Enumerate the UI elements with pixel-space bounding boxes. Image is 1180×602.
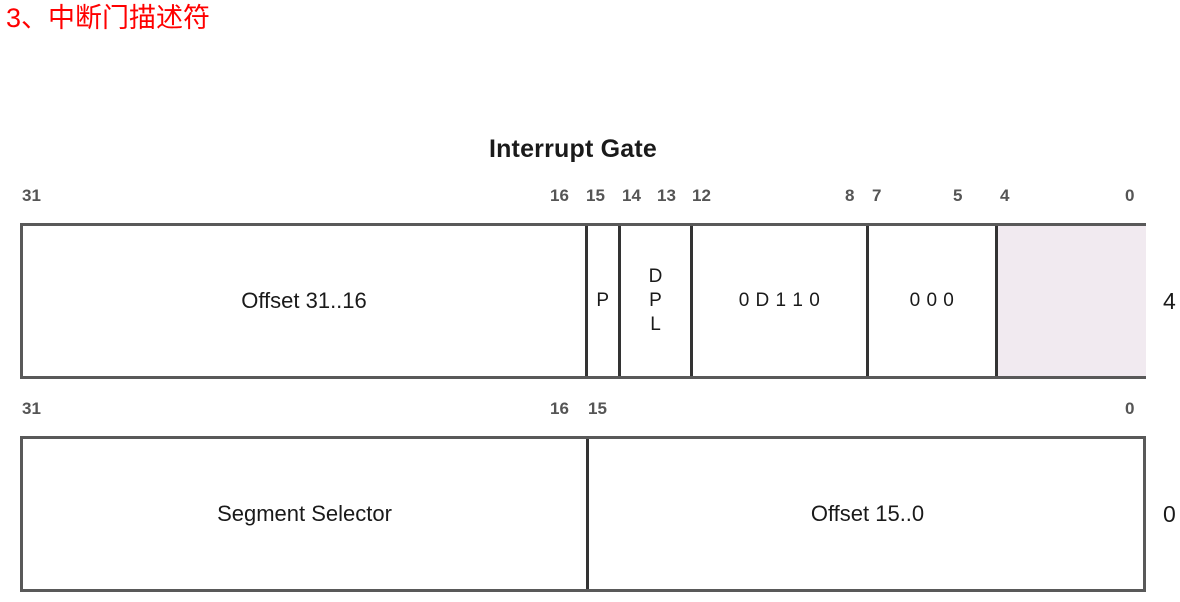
gate-type-bits-label: 0 D 1 1 0 (738, 290, 821, 312)
diagram-title: Interrupt Gate (488, 135, 658, 163)
bit-label-15-low: 15 (588, 399, 607, 418)
bit-label-12-high: 12 (692, 186, 711, 205)
zero-bits-label: 0 0 0 (909, 290, 955, 312)
bit-label-8-high: 8 (845, 186, 855, 205)
bit-label-7-high: 7 (872, 186, 882, 205)
byte-offset-0: 0 (1163, 501, 1176, 527)
separator-type-zero (866, 226, 869, 376)
byte-offset-4: 4 (1163, 288, 1176, 314)
separator-dpl-type (690, 226, 693, 376)
offset-low-label: Offset 15..0 (810, 501, 925, 527)
bit-label-0-low: 0 (1125, 399, 1135, 418)
separator-offset-p (585, 226, 588, 376)
bit-label-5-high: 5 (953, 186, 963, 205)
bit-label-15-high: 15 (586, 186, 605, 205)
bit-label-14-high: 14 (622, 186, 641, 205)
dpl-field-label: D P L (648, 266, 663, 335)
bit-label-16-high: 16 (550, 186, 569, 205)
present-flag-label: P (596, 290, 610, 312)
separator-selector-offset (586, 439, 589, 589)
reserved-field-label (998, 226, 1146, 376)
page-title: 3、中断门描述符 (6, 3, 211, 33)
segment-selector-label: Segment Selector (217, 501, 392, 527)
bit-label-4-high: 4 (1000, 186, 1010, 205)
bit-label-13-high: 13 (657, 186, 676, 205)
bit-label-31-high: 31 (22, 186, 41, 205)
lower-dword-box: Segment Selector Offset 15..0 (20, 436, 1146, 592)
upper-dword-box: Offset 31..16 P D P L 0 D 1 1 0 0 0 0 (20, 223, 1146, 379)
bit-label-0-high: 0 (1125, 186, 1135, 205)
separator-p-dpl (618, 226, 621, 376)
bit-label-16-low: 16 (550, 399, 569, 418)
reserved-field-fill (995, 226, 1146, 376)
offset-high-label: Offset 31..16 (241, 288, 367, 314)
separator-zero-reserved (995, 226, 998, 376)
bit-label-31-low: 31 (22, 399, 41, 418)
